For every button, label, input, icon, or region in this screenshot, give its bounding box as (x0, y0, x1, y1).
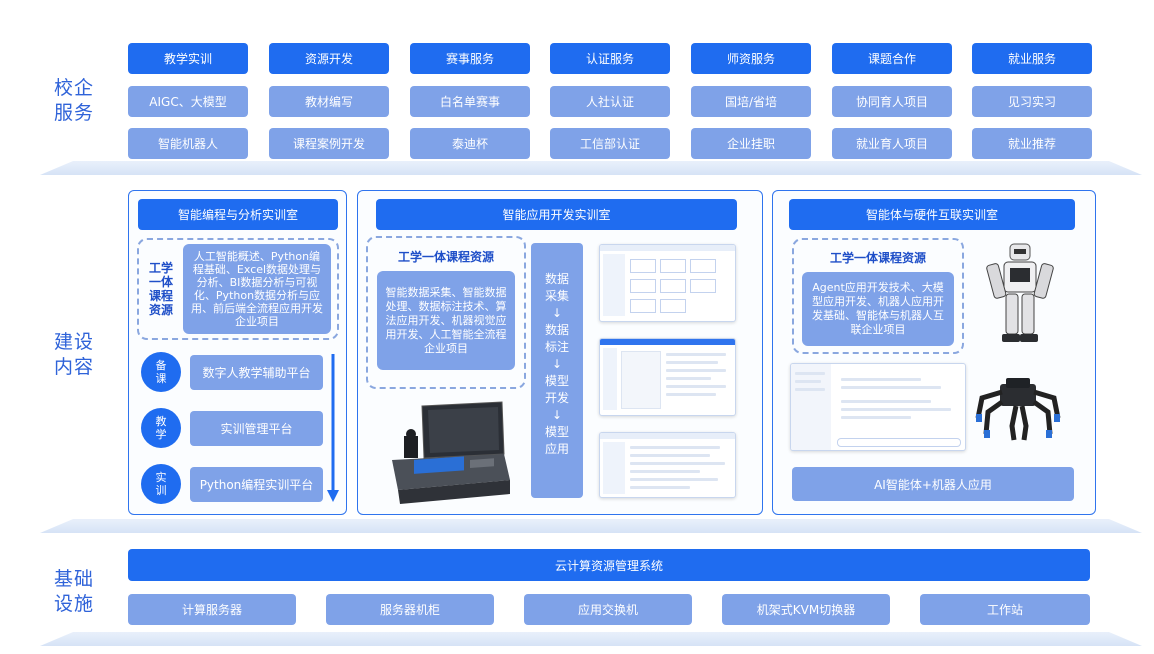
platform-divider-3 (40, 632, 1142, 646)
software-screenshot (599, 338, 736, 416)
section-label-school-enterprise: 校企 服务 (54, 77, 95, 124)
platform-divider-2 (40, 519, 1142, 533)
humanoid-robot-icon (986, 243, 1054, 342)
service-item[interactable]: 就业推荐 (972, 128, 1092, 159)
stage-label-train[interactable]: Python编程实训平台 (190, 467, 323, 502)
service-item[interactable]: 泰迪杯 (410, 128, 530, 159)
flow-arrow-icon: ↓ (551, 357, 563, 371)
flow-step-collect: 数据 采集 (544, 272, 569, 303)
stage-circle-prepare: 备 课 (141, 352, 181, 392)
service-title[interactable]: 就业服务 (972, 43, 1092, 74)
section-label-infrastructure: 基础 设施 (54, 568, 95, 615)
software-screenshot (599, 244, 736, 322)
service-title[interactable]: 师资服务 (691, 43, 811, 74)
lab2-resource-title: 工学一体课程资源 (397, 250, 494, 264)
lab3-resource-text: Agent应用开发技术、大模型应用开发、机器人应用开发基础、智能体与机器人互联企… (802, 272, 954, 346)
service-title[interactable]: 教学实训 (128, 43, 248, 74)
service-item[interactable]: 智能机器人 (128, 128, 248, 159)
lab1-title[interactable]: 智能编程与分析实训室 (138, 199, 338, 230)
lab3-resource-box (792, 238, 964, 354)
lab2-flow-column: 数据 采集 ↓ 数据 标注 ↓ 模型 开发 ↓ 模型 应用 (531, 243, 583, 498)
flow-arrow-icon: ↓ (551, 306, 563, 320)
service-title[interactable]: 资源开发 (269, 43, 389, 74)
infra-item-server-rack[interactable]: 服务器机柜 (326, 594, 494, 625)
hardware-kit-icon (392, 401, 510, 504)
down-arrow-icon (327, 354, 339, 502)
lab2-resource-text: 智能数据采集、智能数据处理、数据标注技术、算法应用开发、机器视觉应用开发、人工智… (377, 271, 515, 370)
lab1-resource-text: 人工智能概述、Python编程基础、Excel数据处理与分析、BI数据分析与可视… (183, 244, 331, 334)
stage-label-prepare[interactable]: 数字人教学辅助平台 (190, 355, 323, 390)
service-item[interactable]: 企业挂职 (691, 128, 811, 159)
infra-item-compute-server[interactable]: 计算服务器 (128, 594, 296, 625)
stage-circle-train: 实 训 (141, 464, 181, 504)
lab1-resource-label: 工学 一体 课程 资源 (148, 261, 173, 317)
software-screenshot (599, 432, 736, 498)
stage-circle-teach: 教 学 (141, 408, 181, 448)
hexapod-robot-icon (975, 378, 1061, 441)
flow-step-develop: 模型 开发 (544, 374, 569, 405)
flow-step-label: 数据 标注 (544, 323, 569, 354)
service-item[interactable]: 课程案例开发 (269, 128, 389, 159)
service-item[interactable]: 教材编写 (269, 86, 389, 117)
lab1-resource-box (137, 238, 339, 340)
service-item[interactable]: 人社认证 (550, 86, 670, 117)
service-title[interactable]: 课题合作 (832, 43, 952, 74)
flow-arrow-icon: ↓ (551, 408, 563, 422)
service-item[interactable]: 协同育人项目 (832, 86, 952, 117)
cloud-management-bar[interactable]: 云计算资源管理系统 (128, 549, 1090, 581)
service-item[interactable]: 白名单赛事 (410, 86, 530, 117)
infra-item-kvm[interactable]: 机架式KVM切换器 (722, 594, 890, 625)
service-item[interactable]: 工信部认证 (550, 128, 670, 159)
agent-chat-screenshot (790, 363, 966, 451)
lab3-resource-title: 工学一体课程资源 (829, 251, 926, 265)
section-label-construction: 建设 内容 (54, 331, 95, 378)
lab3-bottom-label[interactable]: AI智能体+机器人应用 (792, 467, 1074, 501)
platform-divider-1 (40, 161, 1142, 175)
infra-item-switch[interactable]: 应用交换机 (524, 594, 692, 625)
stage-label-teach[interactable]: 实训管理平台 (190, 411, 323, 446)
lab3-title[interactable]: 智能体与硬件互联实训室 (789, 199, 1075, 230)
infra-item-workstation[interactable]: 工作站 (920, 594, 1090, 625)
service-item[interactable]: 见习实习 (972, 86, 1092, 117)
service-title[interactable]: 赛事服务 (410, 43, 530, 74)
lab2-title[interactable]: 智能应用开发实训室 (376, 199, 737, 230)
service-item[interactable]: 就业育人项目 (832, 128, 952, 159)
lab2-resource-box (366, 236, 526, 389)
service-item[interactable]: 国培/省培 (691, 86, 811, 117)
service-title[interactable]: 认证服务 (550, 43, 670, 74)
service-item[interactable]: AIGC、大模型 (128, 86, 248, 117)
flow-step-apply: 模型 应用 (544, 425, 569, 456)
